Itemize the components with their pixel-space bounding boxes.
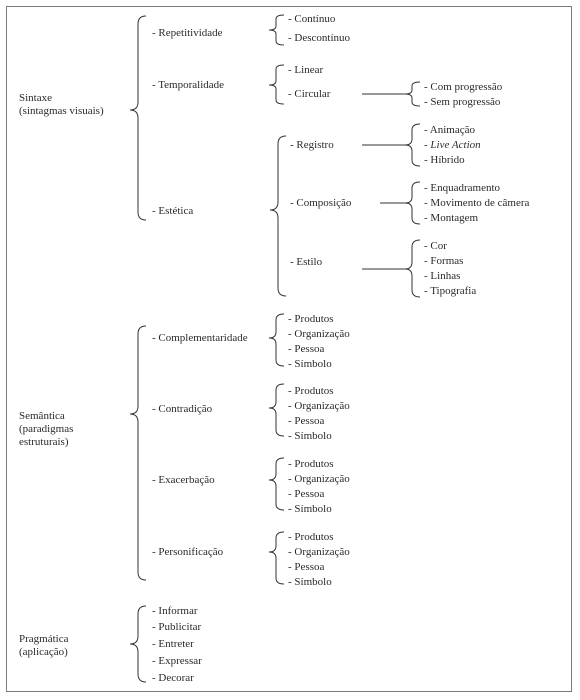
leaf-sem-progressao: - Sem progressão (424, 96, 501, 108)
brace-registro (404, 123, 421, 167)
node-registro: - Registro (290, 139, 334, 151)
leaf-produtos-2: - Produtos (288, 385, 334, 397)
node-temporalidade: - Temporalidade (152, 79, 225, 91)
node-linear: - Linear (288, 64, 324, 76)
leaf-pessoa-2: - Pessoa (288, 415, 325, 427)
leaf-organizacao-3: - Organização (288, 473, 350, 485)
leaf-produtos-3: - Produtos (288, 458, 334, 470)
brace-repetitividade (268, 14, 285, 46)
brace-estetica (269, 135, 287, 297)
node-estetica: - Estética (152, 205, 194, 217)
leaf-cor: - Cor (424, 240, 447, 252)
leaf-organizacao-1: - Organização (288, 328, 350, 340)
root-sintaxe-sublabel: (sintagmas visuais) (19, 105, 104, 117)
leaf-organizacao-4: - Organização (288, 546, 350, 558)
brace-sintaxe (129, 15, 147, 221)
leaf-live-action-dash: - (424, 139, 431, 151)
brace-estilo (404, 239, 421, 298)
leaf-produtos-1: - Produtos (288, 313, 334, 325)
leaf-com-progressao: - Com progressão (424, 81, 503, 93)
leaf-publicitar: - Publicitar (152, 621, 202, 633)
leaf-tipografia: - Tipografia (424, 285, 477, 297)
leaf-live-action-text: Live Action (430, 139, 481, 151)
leaf-movimento-camera: - Movimento de câmera (424, 197, 530, 209)
node-contradicao: - Contradição (152, 403, 213, 415)
brace-personificacao (268, 531, 285, 585)
node-repetitividade: - Repetitividade (152, 27, 223, 39)
brace-exacerbacao (268, 457, 285, 511)
brace-temporalidade (268, 64, 285, 105)
leaf-decorar: - Decorar (152, 672, 194, 684)
leaf-pessoa-4: - Pessoa (288, 561, 325, 573)
leaf-produtos-4: - Produtos (288, 531, 334, 543)
brace-semantica (129, 325, 147, 581)
leaf-pessoa-3: - Pessoa (288, 488, 325, 500)
root-sintaxe-label: Sintaxe (19, 92, 52, 104)
node-estilo: - Estilo (290, 256, 323, 268)
leaf-formas: - Formas (424, 255, 464, 267)
leaf-enquadramento: - Enquadramento (424, 182, 501, 194)
leaf-organizacao-2: - Organização (288, 400, 350, 412)
node-circular: - Circular (288, 88, 331, 100)
diagram-frame (6, 6, 572, 692)
leaf-expressar: - Expressar (152, 655, 202, 667)
leaf-simbolo-1: - Símbolo (288, 358, 332, 370)
brace-pragmatica (129, 605, 147, 683)
node-personificacao: - Personificação (152, 546, 224, 558)
root-semantica-sublabel-1: (paradigmas (19, 423, 74, 435)
leaf-continuo: - Contínuo (288, 13, 336, 25)
leaf-live-action: - Live Action (424, 139, 481, 152)
leaf-simbolo-4: - Símbolo (288, 576, 332, 588)
root-pragmatica-label: Pragmática (19, 633, 69, 645)
leaf-animacao: - Animação (424, 124, 476, 136)
leaf-linhas: - Linhas (424, 270, 461, 282)
leaf-simbolo-3: - Símbolo (288, 503, 332, 515)
brace-composicao (404, 181, 421, 225)
brace-contradicao (268, 383, 285, 437)
leaf-entreter: - Entreter (152, 638, 194, 650)
brace-circular (404, 81, 421, 107)
root-semantica-sublabel-2: estruturais) (19, 436, 69, 448)
leaf-pessoa-1: - Pessoa (288, 343, 325, 355)
leaf-hibrido: - Híbrido (424, 154, 465, 166)
root-pragmatica-sublabel: (aplicação) (19, 646, 68, 658)
leaf-simbolo-2: - Símbolo (288, 430, 332, 442)
node-composicao: - Composição (290, 197, 352, 209)
node-complementaridade: - Complementaridade (152, 332, 248, 344)
leaf-descontinuo: - Descontínuo (288, 32, 351, 44)
leaf-montagem: - Montagem (424, 212, 479, 224)
root-semantica-label: Semântica (19, 410, 65, 422)
node-exacerbacao: - Exacerbação (152, 474, 215, 486)
leaf-informar: - Informar (152, 605, 198, 617)
brace-complementaridade (268, 313, 285, 367)
